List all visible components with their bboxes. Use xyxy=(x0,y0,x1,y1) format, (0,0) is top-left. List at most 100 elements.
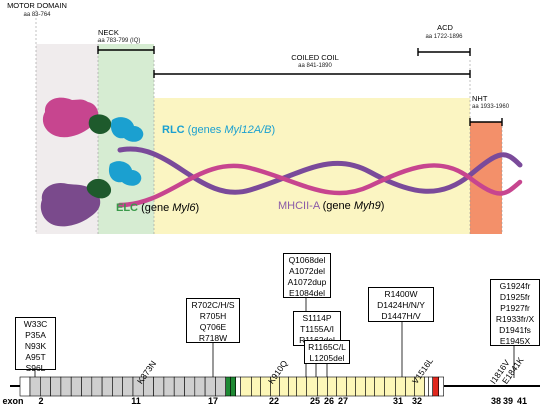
exon-block xyxy=(204,376,216,397)
rlc-genes: (genes xyxy=(187,124,225,136)
mhc-main: MHCII-A xyxy=(278,200,320,212)
rlc-main: RLC xyxy=(162,124,185,136)
acd-label: ACD xyxy=(437,23,453,32)
mutation: A1072del xyxy=(289,266,325,276)
nht-label: NHT xyxy=(472,94,488,103)
exon-block xyxy=(101,376,113,397)
mutation: E1945X xyxy=(499,336,531,346)
mutation: E1084del xyxy=(289,288,325,298)
exon-block xyxy=(230,376,236,397)
exon-blocks xyxy=(19,376,445,397)
mutation: Q1068del xyxy=(288,255,326,265)
exon-number: 27 xyxy=(337,396,348,406)
mutation: D1424H/N/Y xyxy=(377,300,425,310)
elc-lower xyxy=(86,178,112,199)
mutation: R702C/H/S xyxy=(191,300,235,310)
mhc-gene-name: Myh9 xyxy=(353,200,381,212)
mhc-close: ) xyxy=(380,200,385,212)
exon-block xyxy=(384,376,397,397)
exon-block xyxy=(428,376,434,397)
mutation: Q706E xyxy=(199,322,227,332)
exon-block xyxy=(346,376,357,397)
exon-block xyxy=(365,376,376,397)
coiled-coil-label: COILED COIL xyxy=(291,53,339,62)
exon-block xyxy=(296,376,308,397)
mutation-box-exon25-a: Q1068del A1072del A1072dup E1084del xyxy=(283,253,331,298)
exon-number: 41 xyxy=(516,396,527,406)
elc-gene-name: Myl6 xyxy=(172,202,196,214)
exon-block xyxy=(395,376,407,397)
exon-number: 11 xyxy=(131,396,141,406)
elc-main: ELC xyxy=(116,202,138,214)
exon-block xyxy=(19,376,31,397)
exon-block xyxy=(91,376,103,397)
mutation: W33C xyxy=(23,319,48,329)
exon-block xyxy=(163,376,175,397)
coiled-rod-strand-2 xyxy=(117,163,523,208)
elc-genes: (gene xyxy=(141,202,173,214)
exon-block xyxy=(194,376,206,397)
mutation: P1927fr xyxy=(500,303,530,313)
motor-head-purple xyxy=(40,182,101,227)
nht-region xyxy=(470,122,502,234)
mutation: A1072dup xyxy=(287,277,327,287)
exon-block xyxy=(184,376,196,397)
mutation: R1933fr/X xyxy=(495,314,535,324)
mutation-box-exon31: R1400W D1424H/N/Y D1447H/V xyxy=(368,287,434,322)
mutation: G1924fr xyxy=(499,281,531,291)
exon-block xyxy=(50,376,62,397)
exon-block xyxy=(432,376,440,397)
coiled-coil-bracket xyxy=(153,70,471,78)
mutation: D1941fs xyxy=(499,325,531,335)
neck-range: aa 783-799 (IQ) xyxy=(98,38,141,44)
exon-block xyxy=(70,376,82,397)
nht-range: aa 1933-1960 xyxy=(472,104,510,110)
mutation: R1165C/L xyxy=(308,342,346,352)
exon-block xyxy=(39,376,51,397)
neck-label: NECK xyxy=(98,28,119,37)
mutation: L1205del xyxy=(309,353,345,363)
elc-label: ELC (gene Myl6) xyxy=(116,202,199,214)
exon-axis-label: exon xyxy=(2,396,24,406)
exon-number: 17 xyxy=(207,396,218,406)
exon-block xyxy=(424,376,430,397)
exon-block xyxy=(306,376,319,397)
acd-range: aa 1722-1896 xyxy=(425,34,463,40)
exon-block xyxy=(288,376,298,397)
neck-bracket xyxy=(97,46,155,54)
mutation: N93K xyxy=(24,341,47,351)
motor-head-pink xyxy=(42,97,99,138)
rlc-lower xyxy=(108,161,142,186)
exon-block xyxy=(438,376,445,397)
exon-number: 2 xyxy=(38,396,44,406)
elc-close: ) xyxy=(195,202,200,214)
mutation-box-exon41: G1924fr D1925fr P1927fr R1933fr/X D1941f… xyxy=(490,279,540,346)
exon-block xyxy=(355,376,367,397)
mutation: T1155A/I xyxy=(300,324,334,334)
exon-block xyxy=(374,376,386,397)
exon-number: 31 xyxy=(392,396,403,406)
mutation: P35A xyxy=(25,330,46,340)
exon-number: 38 xyxy=(490,396,501,406)
mutation-box-exon27: R1165C/L L1205del xyxy=(304,340,350,364)
exon-block xyxy=(122,376,134,397)
myosin-domain-diagram xyxy=(35,10,523,234)
acd-bracket xyxy=(417,48,471,56)
elc-upper xyxy=(88,114,112,134)
exon-block xyxy=(336,376,348,397)
exon-block xyxy=(327,376,338,397)
mutation: S96L xyxy=(25,363,46,373)
mutation: D1447H/V xyxy=(381,311,421,321)
rlc-close: ) xyxy=(271,124,276,136)
mutation: A95T xyxy=(25,352,46,362)
exon-block xyxy=(317,376,329,397)
mutation: R1400W xyxy=(384,289,418,299)
motor-domain-label: MOTOR DOMAIN xyxy=(7,1,67,10)
exon-number: 22 xyxy=(268,396,279,406)
exon-block xyxy=(279,376,290,397)
exon-block xyxy=(81,376,93,397)
exon-block xyxy=(240,376,252,397)
exon-number: 25 xyxy=(309,396,320,406)
exon-block xyxy=(235,376,241,397)
rlc-upper xyxy=(110,117,144,142)
